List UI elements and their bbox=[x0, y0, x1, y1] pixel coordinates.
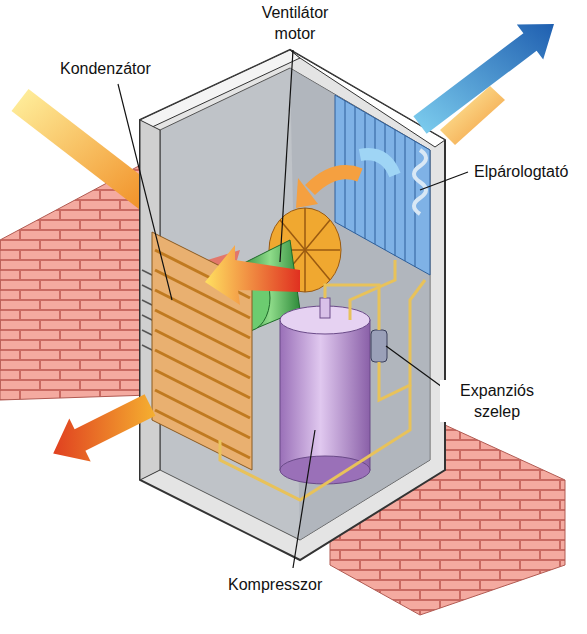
part-label: Kondenzátor bbox=[58, 58, 153, 79]
part-label: Expanziós szelep bbox=[440, 380, 554, 422]
part-label: Elpárologtató bbox=[472, 161, 570, 182]
part-label: Kompresszor bbox=[226, 574, 324, 595]
part-label: Ventilátor motor bbox=[238, 2, 352, 44]
leader-lines bbox=[118, 50, 468, 568]
